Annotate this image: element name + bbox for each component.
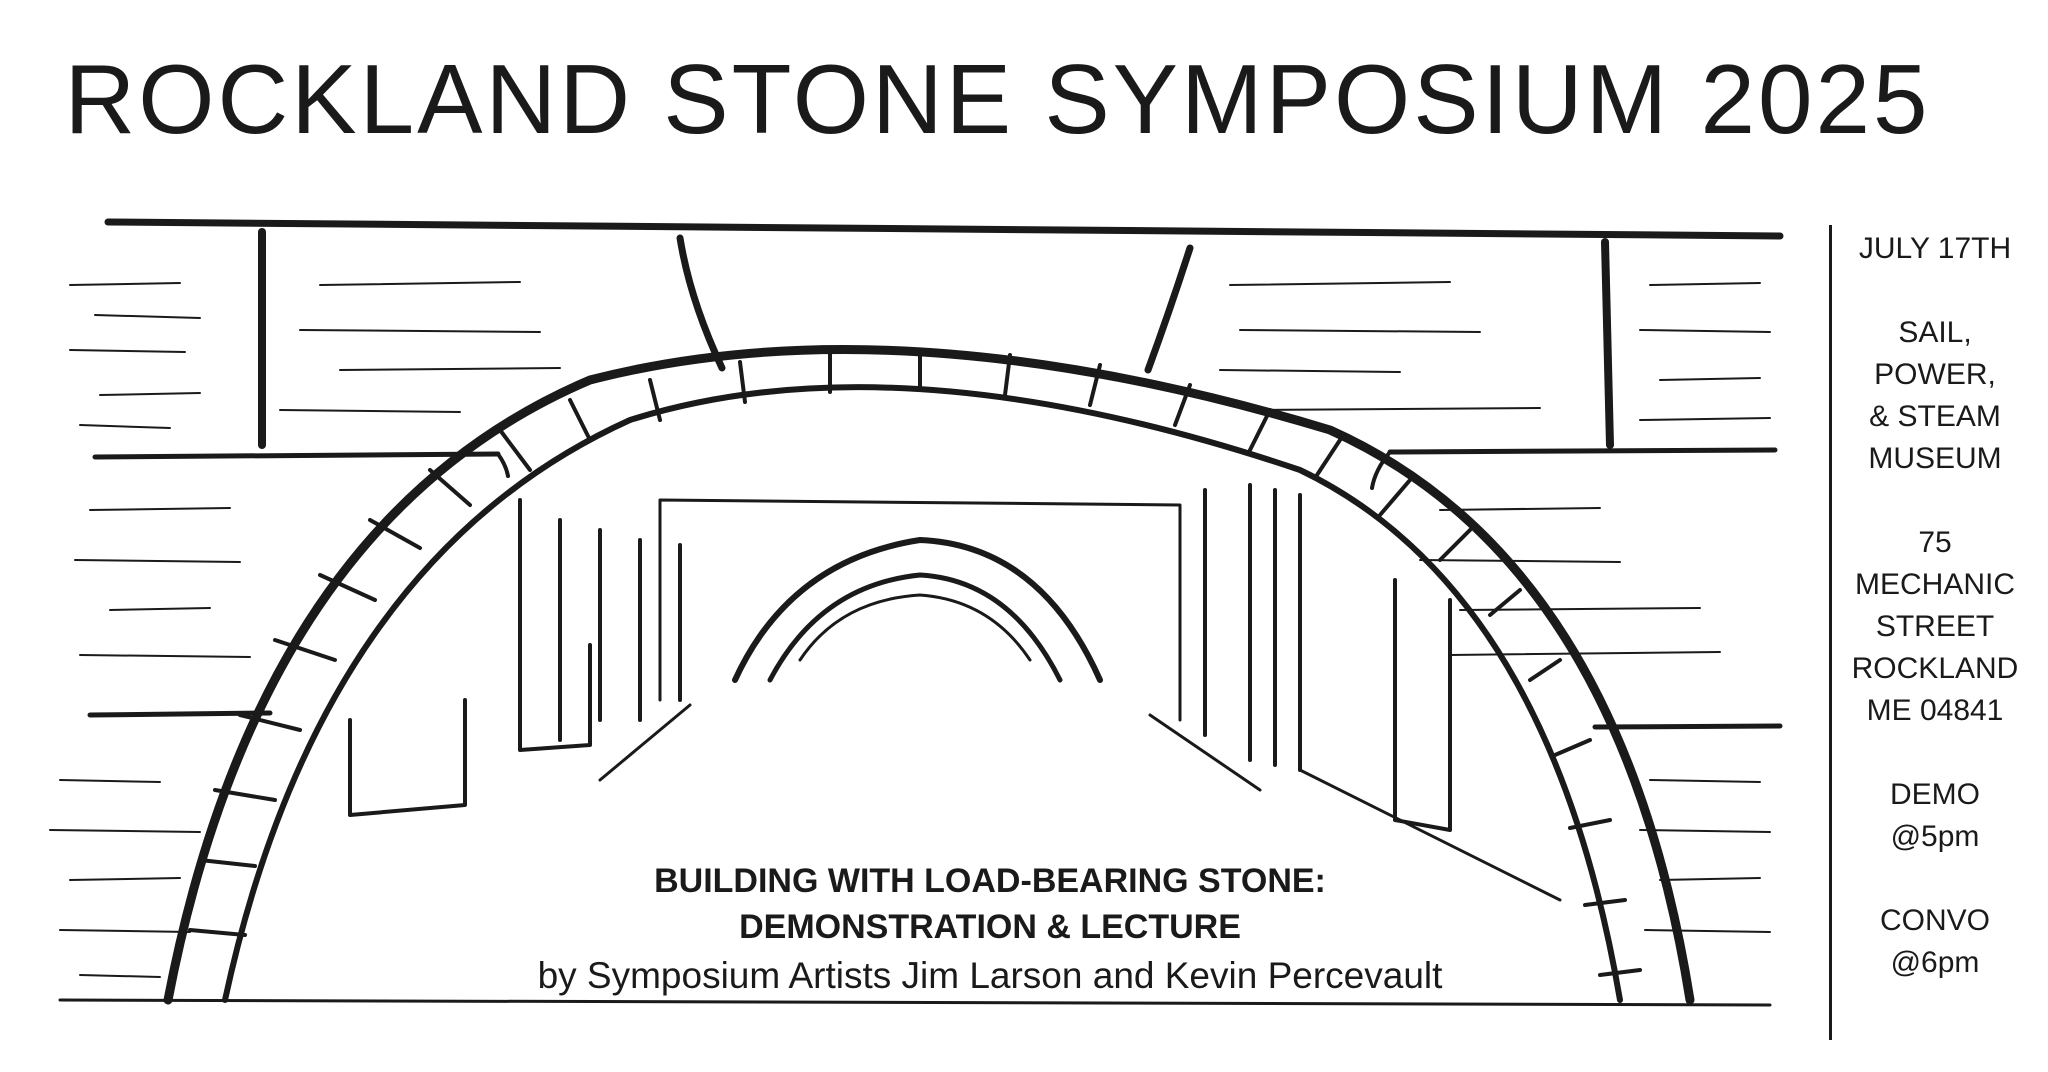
- address-line: STREET: [1875, 610, 1995, 643]
- event-date: JULY 17TH: [1835, 228, 2035, 270]
- demo-time-value: @5pm: [1890, 820, 1980, 853]
- event-caption: BUILDING WITH LOAD-BEARING STONE: DEMONS…: [380, 858, 1600, 1000]
- date-text: JULY 17TH: [1858, 232, 2012, 265]
- venue-line: SAIL,: [1898, 316, 1972, 349]
- venue-line: MUSEUM: [1868, 442, 2002, 475]
- venue-line: POWER,: [1874, 358, 1996, 391]
- demo-label: DEMO: [1890, 778, 1980, 811]
- address-line: ROCKLAND: [1851, 652, 2019, 685]
- caption-heading-line1: BUILDING WITH LOAD-BEARING STONE:: [654, 862, 1326, 900]
- sidebar-divider: [1829, 225, 1832, 1040]
- caption-byline: by Symposium Artists Jim Larson and Kevi…: [537, 955, 1443, 996]
- event-venue: SAIL, POWER, & STEAM MUSEUM: [1835, 312, 2035, 480]
- address-line: MECHANIC: [1854, 568, 2015, 601]
- event-info-sidebar: JULY 17TH SAIL, POWER, & STEAM MUSEUM 75…: [1835, 228, 2035, 1026]
- event-address: 75 MECHANIC STREET ROCKLAND ME 04841: [1835, 522, 2035, 732]
- venue-line: & STEAM: [1869, 400, 2001, 433]
- address-line: 75: [1918, 526, 1952, 559]
- convo-label: CONVO: [1879, 904, 1990, 937]
- convo-time-value: @6pm: [1890, 946, 1980, 979]
- caption-heading-line2: DEMONSTRATION & LECTURE: [739, 908, 1241, 946]
- poster-title: ROCKLAND STONE SYMPOSIUM 2025: [64, 44, 1931, 154]
- demo-time: DEMO @5pm: [1835, 774, 2035, 858]
- address-line: ME 04841: [1866, 694, 2004, 727]
- convo-time: CONVO @6pm: [1835, 900, 2035, 984]
